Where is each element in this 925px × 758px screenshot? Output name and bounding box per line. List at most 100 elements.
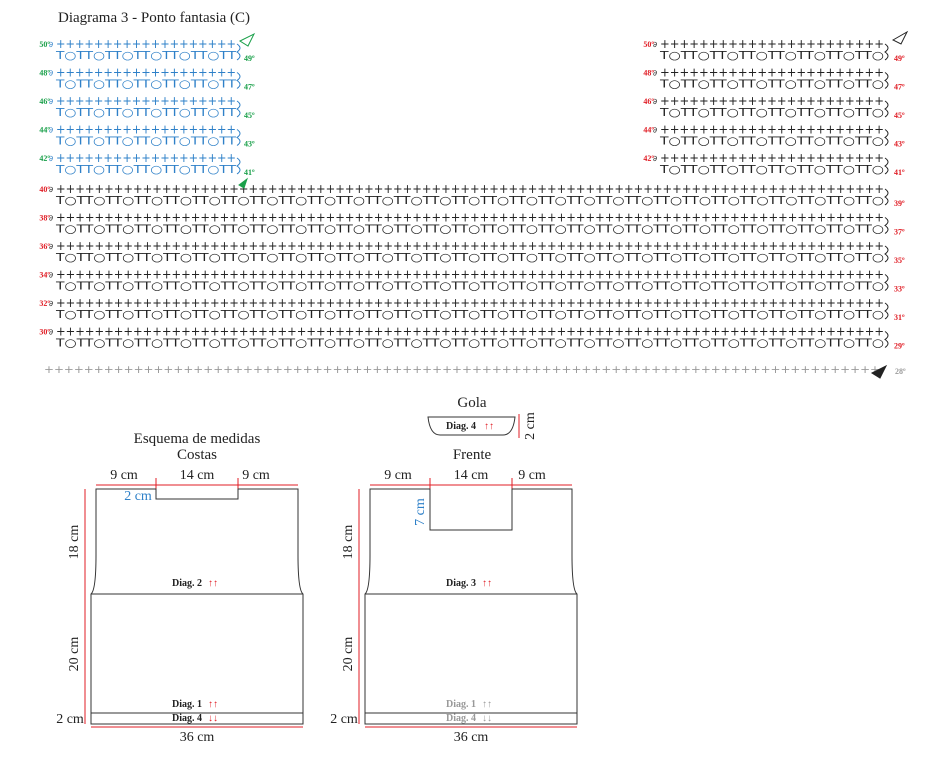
main-block-sc-row: ++++++++++++++++++++++++++++++++++++++++… (56, 268, 884, 282)
right-block-row-label: 44º (643, 126, 654, 135)
frente-diag1: Diag. 1 (446, 699, 476, 710)
main-block-row-label: 35º (894, 256, 905, 265)
right-block-row-label: 47º (894, 83, 905, 92)
right-block-row-label: 48º (643, 69, 654, 78)
main-block-start-mark: ∂ (49, 271, 53, 280)
left-block-start-mark: ∂ (49, 40, 53, 49)
main-block-sc-row: ++++++++++++++++++++++++++++++++++++++++… (56, 182, 884, 196)
main-block-dc-row: T○TT○TT○TT○TT○TT○TT○TT○TT○TT○TT○TT○TT○TT… (55, 194, 884, 207)
costas-rib-band (90, 712, 304, 725)
right-block-dc-row: T○TT○TT○TT○TT○TT○TT○TT○ (659, 163, 884, 176)
gola-title: Gola (457, 395, 487, 411)
left-block-sc-row: +++++++++++++++++++ (56, 37, 236, 51)
costas-heading1: Esquema de medidas (134, 431, 261, 447)
right-start-arrow (891, 30, 909, 45)
main-block-row-label: 33º (894, 285, 905, 294)
main-block-dc-row: T○TT○TT○TT○TT○TT○TT○TT○TT○TT○TT○TT○TT○TT… (55, 223, 884, 236)
frente-upper-height: 18 cm (341, 525, 356, 560)
right-block-sc-row: +++++++++++++++++++++++ (660, 66, 884, 80)
main-block-row-label: 34º (39, 271, 50, 280)
main-block-row-label: 39º (894, 199, 905, 208)
costas-diag1: Diag. 1 (172, 699, 202, 710)
main-block-row-label: 38º (39, 214, 50, 223)
left-block-start-mark: ∂ (49, 154, 53, 163)
gola-schema: Gola Diag. 4 ↑↑ 2 cm (427, 395, 538, 440)
right-block-row-label: 43º (894, 140, 905, 149)
left-block-start-mark: ∂ (49, 69, 53, 78)
left-block-turn-loop (236, 72, 241, 89)
left-block-dc-row: T○TT○TT○TT○TT○TT○TT (55, 106, 237, 119)
right-block-sc-row: +++++++++++++++++++++++ (660, 151, 884, 165)
frente-rib-height: 2 cm (330, 712, 358, 727)
right-block-start-mark: ∂ (653, 154, 657, 163)
right-block-start-mark: ∂ (653, 40, 657, 49)
gola-shape (427, 416, 516, 436)
costas-top-right: 9 cm (242, 468, 270, 483)
left-block-row-label: 46º (39, 97, 50, 106)
frente-outline (364, 488, 578, 714)
right-block-dc-row: T○TT○TT○TT○TT○TT○TT○TT○ (659, 135, 884, 148)
main-block-turn-loop (884, 245, 889, 263)
main-block-row-label: 30º (39, 328, 50, 337)
left-block-row-label: 50º (39, 40, 50, 49)
left-block-sc-row: +++++++++++++++++++ (56, 94, 236, 108)
main-block-sc-row: ++++++++++++++++++++++++++++++++++++++++… (56, 296, 884, 310)
right-block-start-mark: ∂ (653, 97, 657, 106)
left-block-row-label: 49º (244, 54, 255, 63)
right-block-row-label: 46º (643, 97, 654, 106)
frente-top-right: 9 cm (518, 468, 546, 483)
right-block-row-label: 50º (643, 40, 654, 49)
frente-diag3-arrows: ↑↑ (482, 578, 492, 589)
frente-neck-depth: 7 cm (413, 498, 428, 526)
right-block-turn-loop (884, 43, 889, 61)
main-block-dc-row: T○TT○TT○TT○TT○TT○TT○TT○TT○TT○TT○TT○TT○TT… (55, 251, 884, 264)
main-block-turn-loop (884, 217, 889, 234)
main-block-row-label: 37º (894, 228, 905, 237)
main-block-row-label: 40º (39, 185, 50, 194)
frente-diag1-arrows: ↑↑ (482, 699, 492, 710)
main-block-sc-row: ++++++++++++++++++++++++++++++++++++++++… (56, 211, 884, 225)
right-block-sc-row: +++++++++++++++++++++++ (660, 94, 884, 108)
right-block-row-label: 45º (894, 111, 905, 120)
right-block-dc-row: T○TT○TT○TT○TT○TT○TT○TT○ (659, 78, 884, 91)
costas-outline (90, 488, 304, 714)
right-block-sc-row: +++++++++++++++++++++++ (660, 123, 884, 137)
costas-rib-height: 2 cm (56, 712, 84, 727)
right-block-row-label: 49º (894, 54, 905, 63)
main-block-start-mark: ∂ (49, 299, 53, 308)
left-block-row-label: 41º (244, 168, 255, 177)
left-block-row-label: 48º (39, 69, 50, 78)
costas-top-left: 9 cm (110, 468, 138, 483)
costas-upper-height: 18 cm (67, 525, 82, 560)
right-block-turn-loop (884, 100, 889, 118)
left-block-sc-row: +++++++++++++++++++ (56, 66, 236, 80)
right-block-row-label: 42º (643, 154, 654, 163)
right-block-turn-loop (884, 129, 889, 146)
left-block-row-label: 42º (39, 154, 50, 163)
left-block-turn-loop (236, 43, 241, 61)
costas-diag4-arrows: ↓↓ (208, 713, 218, 724)
frente-top-left: 9 cm (384, 468, 412, 483)
left-block-turn-loop (236, 157, 241, 175)
base-sc-row: ++++++++++++++++++++++++++++++++++++++++… (44, 363, 880, 376)
left-block-turn-loop (236, 100, 241, 118)
left-start-arrow (238, 32, 256, 47)
left-block-dc-row: T○TT○TT○TT○TT○TT○TT (55, 49, 237, 62)
right-block-dc-row: T○TT○TT○TT○TT○TT○TT○TT○ (659, 106, 884, 119)
left-block-row-label: 47º (244, 83, 255, 92)
frente-rib-band (364, 712, 578, 725)
main-block-start-mark: ∂ (49, 242, 53, 251)
costas-diag4: Diag. 4 (172, 713, 202, 724)
frente-diag4: Diag. 4 (446, 713, 476, 724)
gola-diag-label: Diag. 4 (446, 421, 476, 432)
main-block-row-label: 32º (39, 299, 50, 308)
main-block-row-label: 36º (39, 242, 50, 251)
base-row-label: 28º (895, 367, 906, 376)
right-block-row-label: 41º (894, 168, 905, 177)
costas-diag2-arrows: ↑↑ (208, 578, 218, 589)
frente-diag3: Diag. 3 (446, 578, 476, 589)
frente-lower-height: 20 cm (341, 637, 356, 672)
main-start-arrow (870, 364, 888, 379)
main-block-start-mark: ∂ (49, 328, 53, 337)
main-block-row-label: 31º (894, 313, 905, 322)
